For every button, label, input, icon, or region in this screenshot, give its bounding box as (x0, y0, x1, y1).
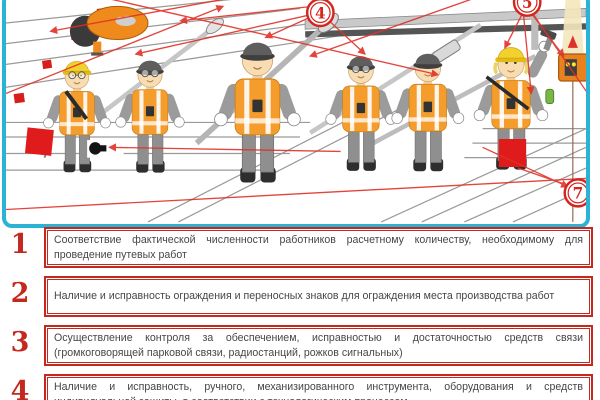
callout-4-badge: 4 (305, 0, 335, 28)
item-box: Наличие и исправность, ручного, механизи… (44, 374, 593, 400)
checklist-row: 4 Наличие и исправность, ручного, механи… (0, 374, 600, 400)
item-box: Соответствие фактической численности раб… (44, 227, 593, 268)
item-number: 1 (10, 229, 30, 260)
item-text: Наличие и исправность ограждения и перен… (47, 279, 590, 314)
worker-figure (43, 61, 111, 173)
red-flag (24, 127, 54, 159)
item-number: 4 (10, 376, 30, 400)
checklist-row: 3 Осуществление контроля за обеспечением… (0, 325, 600, 366)
item-text: Наличие и исправность, ручного, механизи… (47, 377, 590, 400)
worker-figure (325, 56, 397, 172)
worker-figure (115, 60, 185, 174)
checklist: 1 Соответствие фактической численности р… (0, 227, 600, 400)
worker-figure (473, 28, 557, 171)
rail-cutter-machine (69, 5, 149, 56)
callout-4-label: 4 (315, 4, 326, 22)
worker-figure (391, 53, 465, 172)
checklist-row: 1 Соответствие фактической численности р… (0, 227, 600, 268)
checklist-row: 2 Наличие и исправность ограждения и пер… (0, 276, 600, 317)
signal-horn (87, 140, 124, 158)
illustration-panel: 4 5 7 (2, 0, 590, 228)
red-flag (498, 139, 527, 167)
item-box: Наличие и исправность ограждения и перен… (44, 276, 593, 317)
item-number: 3 (10, 327, 30, 358)
callout-7-label: 7 (573, 184, 584, 202)
item-text: Соответствие фактической численности раб… (47, 230, 590, 265)
callout-7-badge: 7 (563, 178, 586, 208)
item-box: Осуществление контроля за обеспечением, … (44, 325, 593, 366)
item-number: 2 (10, 278, 30, 309)
callout-5-label: 5 (522, 0, 533, 12)
worksite-scene: 4 5 7 (6, 0, 586, 223)
item-text: Осуществление контроля за обеспечением, … (47, 328, 590, 363)
callout-5-badge: 5 (512, 0, 542, 17)
